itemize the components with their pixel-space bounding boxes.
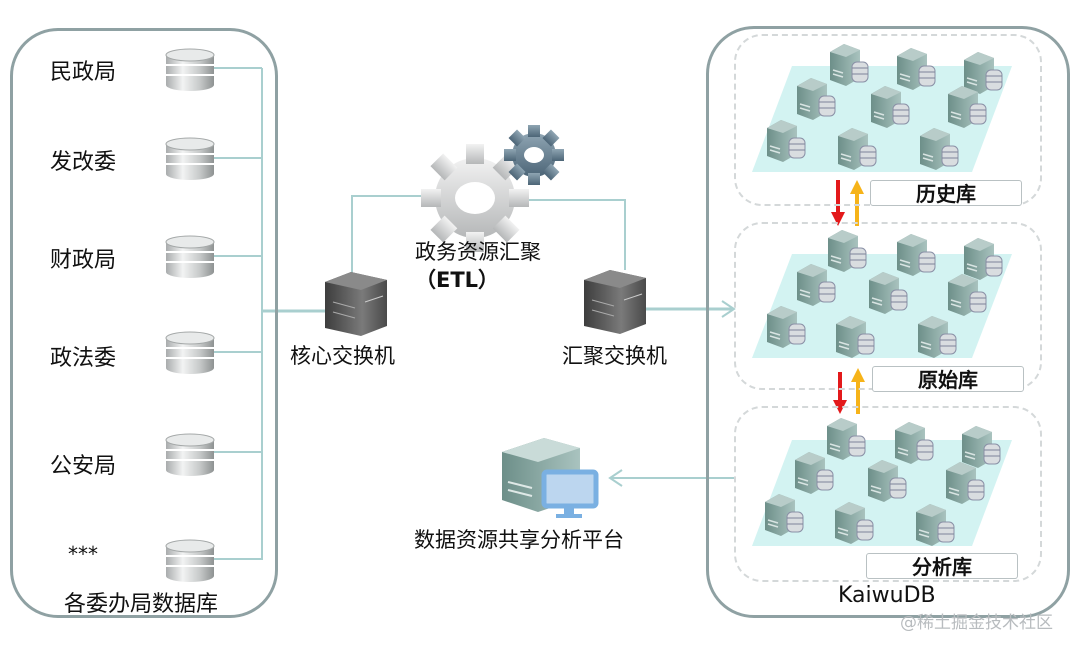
analysis-db-group [734, 406, 1042, 582]
aggregation-switch-icon [584, 270, 646, 334]
department-label: 发改委 [50, 150, 117, 175]
down-arrow-icon [831, 180, 845, 226]
core-switch-label: 核心交换机 [290, 344, 395, 368]
platform-label: 数据资源共享分析平台 [414, 528, 624, 552]
department-label: 政法委 [50, 346, 117, 371]
departments-panel [10, 28, 278, 618]
department-connectors [212, 67, 262, 560]
analysis-db-label: 分析库 [866, 553, 1018, 579]
up-arrow-icon [850, 180, 864, 226]
kaiwudb-panel [706, 26, 1070, 618]
history-db-label: 历史库 [870, 180, 1022, 206]
panel-title: 各委办局数据库 [64, 592, 219, 617]
etl-sub-label: （ETL） [415, 268, 500, 292]
department-label: 公安局 [50, 454, 117, 479]
aggregation-switch-label: 汇聚交换机 [562, 344, 667, 368]
core-switch-icon [325, 272, 387, 336]
watermark: @稀土掘金技术社区 [900, 613, 1053, 633]
server-monitor-icon [502, 438, 599, 518]
department-label: 财政局 [50, 248, 117, 273]
department-label: *** [68, 542, 98, 566]
platform-arrow-head [608, 469, 623, 487]
raw-db-label: 原始库 [872, 366, 1024, 392]
department-label: 民政局 [50, 60, 117, 85]
up-arrow-icon [851, 368, 865, 414]
etl-label: 政务资源汇聚 [415, 240, 541, 264]
small-gear-icon [491, 112, 577, 198]
etl-to-agg-line [520, 199, 626, 270]
core-to-etl-line [351, 195, 430, 282]
raw-db-group [734, 222, 1042, 390]
kaiwudb-title: KaiwuDB [838, 583, 936, 608]
gear-icon [398, 121, 552, 275]
